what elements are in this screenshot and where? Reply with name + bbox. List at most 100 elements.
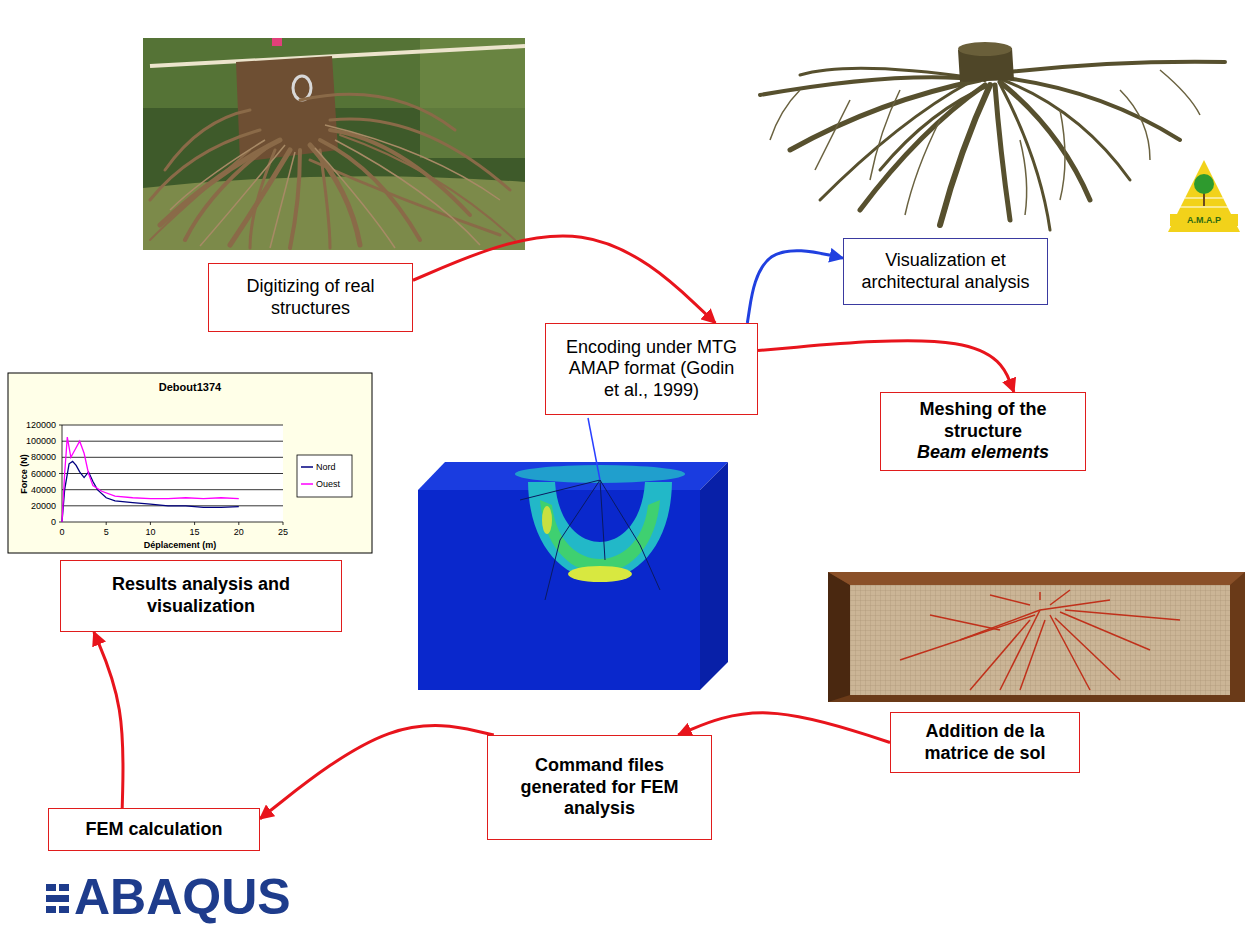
root-architecture-render — [1120, 90, 1150, 160]
root-photo — [320, 150, 330, 248]
axis-title: Force (N) — [18, 439, 30, 509]
soil-matrix-picture — [1060, 612, 1150, 650]
root-photo — [143, 38, 525, 250]
root-architecture-render — [815, 100, 850, 170]
abaqus-emblem — [46, 906, 56, 913]
root-architecture-render — [1060, 110, 1065, 200]
box-text: Digitizing of real structures — [221, 276, 400, 319]
fem-result-block — [588, 418, 600, 480]
flow-arrow — [758, 341, 1014, 392]
root-architecture-render — [820, 82, 970, 200]
box-text: Encoding under MTG AMAP format (Godin et… — [560, 337, 743, 402]
root-photo — [272, 38, 282, 46]
axis-tick: 0 — [10, 516, 56, 528]
chart-panel — [106, 522, 107, 525]
chart-panel — [297, 455, 352, 497]
abaqus-emblem — [59, 884, 69, 891]
soil-matrix-picture — [990, 595, 1030, 605]
amap-logo — [1194, 174, 1214, 194]
box-text: FEM calculation — [85, 819, 222, 841]
root-photo — [150, 94, 515, 248]
axis-tick: 100000 — [10, 435, 56, 447]
legend-line — [301, 466, 313, 468]
root-photo — [293, 76, 311, 100]
soil-matrix-picture — [930, 615, 1000, 630]
soil-matrix-picture — [970, 620, 1030, 690]
amap-logo — [1168, 160, 1240, 232]
fem-result-block — [600, 480, 660, 590]
box-subtext: Beam elements — [917, 442, 1049, 464]
fem-result-block — [700, 462, 728, 690]
chart-panel — [59, 425, 62, 426]
root-photo — [250, 150, 275, 248]
axis-tick: 15 — [180, 526, 210, 538]
root-architecture-render — [1005, 78, 1180, 140]
axis-tick: 40000 — [10, 484, 56, 496]
axis-tick: 0 — [47, 526, 77, 538]
root-photo — [310, 160, 500, 235]
axis-tick: 10 — [135, 526, 165, 538]
root-architecture-render — [770, 70, 1200, 215]
fem-result-block — [520, 480, 600, 500]
axis-tick: 20 — [224, 526, 254, 538]
soil-matrix-picture — [1039, 592, 1041, 600]
root-photo — [170, 125, 500, 248]
soil-matrix-picture — [828, 572, 850, 702]
flow-arrow — [260, 726, 494, 819]
axis-tick: 5 — [91, 526, 121, 538]
chart-panel — [8, 373, 372, 553]
soil-matrix-picture — [1020, 620, 1045, 690]
root-architecture-render — [1020, 140, 1027, 215]
abaqus-emblem — [46, 884, 69, 913]
root-photo — [300, 94, 455, 130]
connector-layer — [94, 236, 1014, 819]
root-photo — [170, 140, 265, 210]
process-box: Meshing of the structureBeam elements — [880, 392, 1086, 471]
chart-panel — [238, 522, 239, 525]
root-photo — [340, 135, 515, 240]
soil-matrix-picture — [828, 572, 1245, 702]
box-text: Meshing of the structure — [893, 399, 1073, 442]
soil-matrix-picture — [1055, 618, 1120, 680]
root-photo — [230, 150, 290, 245]
soil-matrix-picture — [828, 572, 1245, 702]
root-architecture-render — [1003, 80, 1130, 180]
chart-panel — [194, 522, 195, 525]
legend-text: Ouest — [316, 478, 340, 490]
soil-matrix-picture — [1050, 615, 1090, 690]
root-architecture-render — [905, 120, 940, 215]
chart-panel — [283, 522, 284, 525]
axis-title: Déplacement (m) — [110, 539, 250, 551]
axis-tick: 120000 — [10, 419, 56, 431]
chart-panel — [62, 522, 283, 523]
process-box: Encoding under MTG AMAP format (Godin et… — [545, 323, 758, 415]
root-architecture-render — [940, 85, 990, 225]
root-photo — [185, 145, 270, 240]
flow-arrow — [747, 251, 843, 323]
root-photo — [320, 140, 420, 240]
data-line — [62, 437, 239, 522]
root-photo — [335, 140, 480, 245]
axis-tick: 25 — [268, 526, 298, 538]
chart-panel — [62, 425, 283, 426]
root-photo — [150, 46, 525, 66]
chart-panel — [8, 373, 372, 553]
amap-logo — [1168, 160, 1240, 232]
logo-text: A.M.A.P — [1170, 214, 1238, 226]
root-architecture-render — [760, 42, 1225, 230]
chart-panel — [150, 522, 151, 525]
root-photo — [200, 145, 285, 246]
root-photo — [236, 56, 338, 162]
fem-result-block — [568, 566, 632, 582]
legend-samples — [301, 467, 313, 484]
chart-panel — [62, 473, 283, 474]
root-architecture-render — [870, 90, 900, 180]
chart-panel — [62, 425, 283, 522]
root-architecture-render — [1160, 70, 1200, 115]
process-box: Results analysis and visualization — [60, 560, 342, 632]
abaqus-emblem — [46, 895, 69, 902]
chart-panel — [62, 457, 283, 458]
soil-matrix-picture — [828, 572, 1245, 585]
root-architecture-render — [800, 68, 975, 78]
chart-panel — [62, 489, 283, 490]
